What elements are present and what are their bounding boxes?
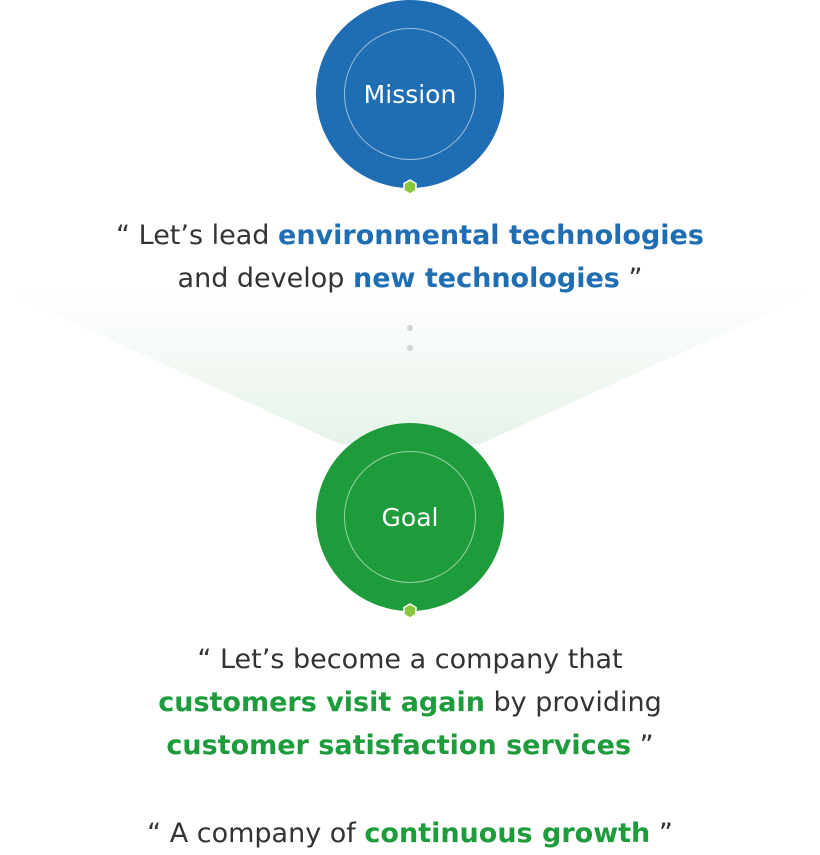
goal-statement-line-3: customer satisfaction services ” <box>0 724 820 767</box>
goal-circle: Goal <box>316 423 504 611</box>
hexagon-marker-icon <box>403 179 417 195</box>
connector-dot <box>407 325 413 331</box>
goal-label: Goal <box>381 502 439 532</box>
mission-highlight-environmental: environmental technologies <box>278 220 704 251</box>
slogan-text: A company of <box>169 818 365 849</box>
hexagon-marker-icon <box>403 603 417 619</box>
mission-statement: “ Let’s lead environmental technologies … <box>0 214 820 300</box>
goal-highlight-satisfaction: customer satisfaction services <box>166 730 632 761</box>
goal-statement-line-2: customers visit again by providing <box>0 681 820 724</box>
close-quote-mark: ” <box>619 263 643 294</box>
goal-line-1-text: Let’s become a company that <box>219 644 623 675</box>
goal-statement-line-1: “ Let’s become a company that <box>0 638 820 681</box>
mission-inner-ring <box>344 28 476 160</box>
mission-statement-line-1: “ Let’s lead environmental technologies <box>0 214 820 257</box>
mission-highlight-new-tech: new technologies <box>353 263 620 294</box>
mission-line-1-text: Let’s lead <box>138 220 279 251</box>
goal-line-2-text: by providing <box>484 687 662 718</box>
connector-dot <box>407 345 413 351</box>
goal-highlight-visit-again: customers visit again <box>158 687 485 718</box>
close-quote-mark: ” <box>650 818 673 849</box>
mission-circle: Mission <box>316 0 504 188</box>
mission-line-2-text: and develop <box>177 263 353 294</box>
mission-label: Mission <box>363 79 457 109</box>
open-quote-mark: “ <box>147 818 170 849</box>
open-quote-mark: “ <box>116 220 139 251</box>
goal-inner-ring <box>344 451 476 583</box>
goal-slogan: “ A company of continuous growth ” <box>0 812 820 855</box>
goal-statement: “ Let’s become a company that customers … <box>0 638 820 767</box>
slogan-highlight-growth: continuous growth <box>364 818 651 849</box>
close-quote-mark: ” <box>631 730 654 761</box>
mission-statement-line-2: and develop new technologies ” <box>0 257 820 300</box>
open-quote-mark: “ <box>197 644 220 675</box>
